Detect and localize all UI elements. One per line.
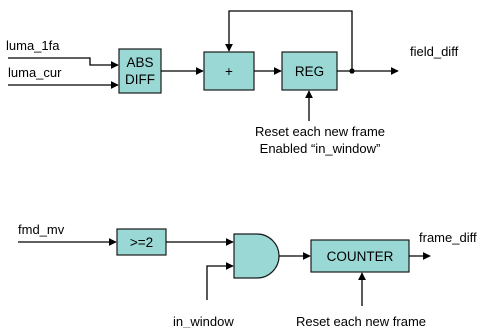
output-label-field-diff: field_diff <box>410 44 459 59</box>
counter-label: COUNTER <box>327 249 394 264</box>
top-diagram: luma_1fa luma_cur ABS DIFF + REG field_d… <box>6 10 459 156</box>
wire-luma-1fa <box>8 57 119 69</box>
compare-block <box>116 228 167 256</box>
reg-block <box>281 51 338 91</box>
adder-label: + <box>225 64 233 79</box>
input-label-luma-1fa: luma_1fa <box>6 38 60 53</box>
input-label-luma-cur: luma_cur <box>8 65 62 80</box>
reg-label: REG <box>295 64 324 79</box>
counter-reset-note: Reset each new frame <box>296 314 426 328</box>
input-label-fmd-mv: fmd_mv <box>18 222 65 237</box>
abs-diff-label-line2: DIFF <box>125 72 155 87</box>
abs-diff-label-line1: ABS <box>126 55 153 70</box>
counter-block <box>310 239 410 273</box>
and-gate <box>233 233 280 279</box>
input-label-in-window: in_window <box>173 314 234 328</box>
reset-note-line2: Enabled “in_window” <box>260 141 381 156</box>
compare-label: >=2 <box>130 235 153 250</box>
reset-note-line1: Reset each new frame <box>255 124 385 139</box>
wire-in-window <box>206 262 234 300</box>
bottom-diagram: fmd_mv >=2 in_window COUNTER frame_diff … <box>18 222 477 328</box>
output-label-frame-diff: frame_diff <box>419 230 477 245</box>
wire-feedback-loop <box>225 10 353 71</box>
